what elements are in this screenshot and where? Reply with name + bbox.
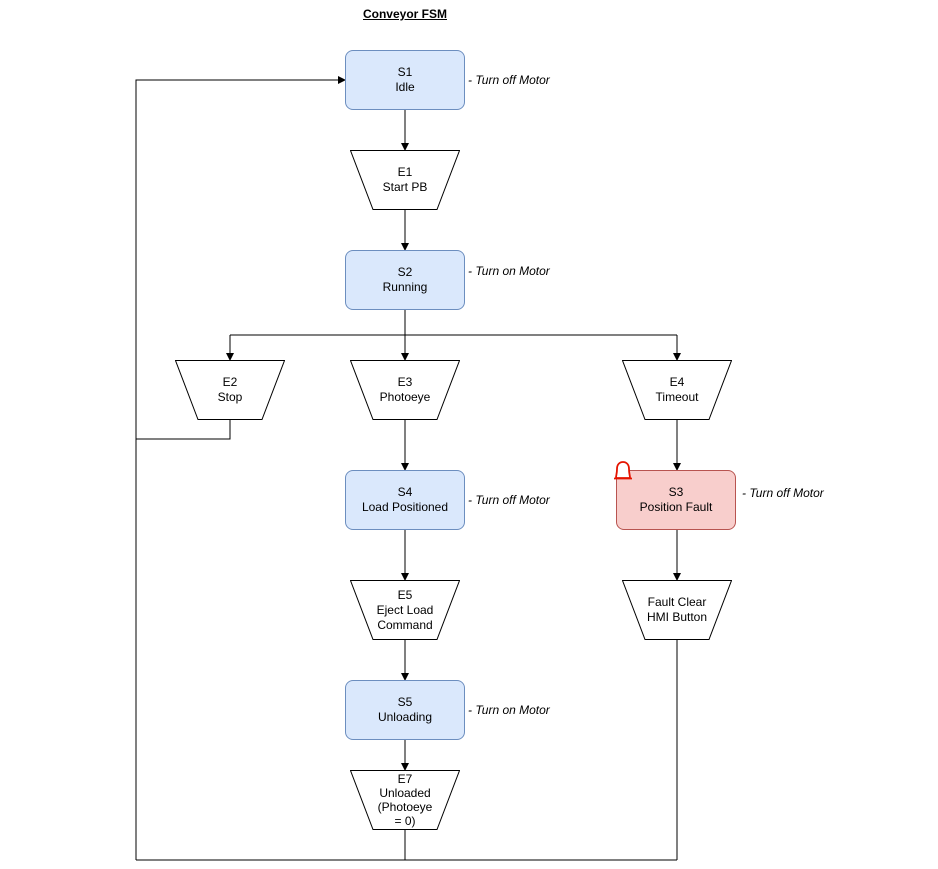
event-line: HMI Button xyxy=(646,610,708,624)
event-line: Command xyxy=(377,617,433,632)
state-action-s2: - Turn on Motor xyxy=(468,264,550,278)
trapezoid-shape xyxy=(622,580,732,640)
state-s1-idle[interactable]: S1 Idle xyxy=(345,50,465,110)
alarm-bell-icon xyxy=(614,461,632,480)
trapezoid-shape xyxy=(350,770,460,830)
state-action-s3: - Turn off Motor xyxy=(742,486,824,500)
state-s2-running[interactable]: S2 Running xyxy=(345,250,465,310)
state-id: S3 xyxy=(668,485,684,499)
event-id: E1 xyxy=(397,165,413,179)
diagram-title: Conveyor FSM xyxy=(362,7,447,21)
state-id: S2 xyxy=(397,265,413,279)
event-id: E5 xyxy=(397,587,413,602)
trapezoid-shape xyxy=(350,360,460,420)
event-name: Stop xyxy=(217,390,243,404)
event-line: Unloaded xyxy=(379,785,431,800)
state-name: Unloading xyxy=(377,710,433,724)
event-name: Start PB xyxy=(382,180,428,194)
event-id: E4 xyxy=(669,375,685,389)
trapezoid-shape xyxy=(350,150,460,210)
state-s5-unloading[interactable]: S5 Unloading xyxy=(345,680,465,740)
arrow-return-to-s1 xyxy=(135,76,346,860)
event-line: = 0) xyxy=(394,813,416,828)
event-e7-unloaded[interactable]: E7 Unloaded (Photoeye = 0) xyxy=(350,770,460,830)
state-name: Load Positioned xyxy=(361,500,449,514)
state-name: Running xyxy=(382,280,428,294)
state-s4-load-positioned[interactable]: S4 Load Positioned xyxy=(345,470,465,530)
event-id: E7 xyxy=(397,771,413,786)
event-name: Timeout xyxy=(655,390,699,404)
event-line: Fault Clear xyxy=(647,595,707,609)
state-action-s1: - Turn off Motor xyxy=(468,73,550,87)
event-e2-stop[interactable]: E2 Stop xyxy=(175,360,285,420)
event-e1-start-pb[interactable]: E1 Start PB xyxy=(350,150,460,210)
trapezoid-shape xyxy=(622,360,732,420)
state-id: S4 xyxy=(397,485,413,499)
event-line: Eject Load xyxy=(376,602,434,617)
event-e5-eject-load[interactable]: E5 Eject Load Command xyxy=(350,580,460,640)
state-name: Idle xyxy=(395,80,415,94)
event-id: E3 xyxy=(397,375,413,389)
state-s3-position-fault[interactable]: S3 Position Fault xyxy=(616,470,736,530)
event-line: (Photoeye xyxy=(377,799,433,814)
state-action-s5: - Turn on Motor xyxy=(468,703,550,717)
state-id: S1 xyxy=(397,65,413,79)
state-id: S5 xyxy=(397,695,413,709)
event-e3-photoeye[interactable]: E3 Photoeye xyxy=(350,360,460,420)
line-e2-return xyxy=(136,420,231,440)
event-name: Photoeye xyxy=(379,390,431,404)
event-id: E2 xyxy=(222,375,238,389)
trapezoid-shape xyxy=(175,360,285,420)
event-e4-timeout[interactable]: E4 Timeout xyxy=(622,360,732,420)
state-name: Position Fault xyxy=(639,500,713,514)
state-action-s4: - Turn off Motor xyxy=(468,493,550,507)
trapezoid-shape xyxy=(350,580,460,640)
event-fault-clear-hmi[interactable]: Fault Clear HMI Button xyxy=(622,580,732,640)
